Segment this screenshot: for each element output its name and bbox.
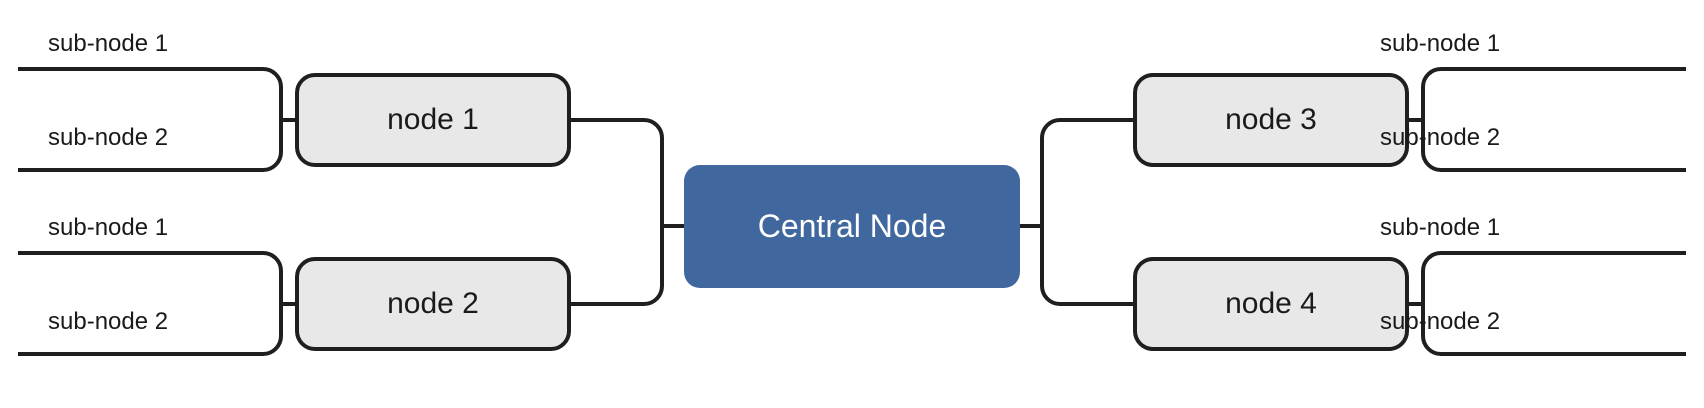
connector-subnodes-node2 [18, 251, 283, 356]
connector-node3-to-central [1040, 118, 1135, 212]
node-box-node3[interactable] [1133, 73, 1409, 167]
node-box-node1[interactable] [295, 73, 571, 167]
sub-node-label-node4-1: sub-node 1 [1380, 214, 1501, 241]
sub-node-label-node4-2: sub-node 2 [1380, 308, 1501, 335]
sub-node-label-node3-2: sub-node 2 [1380, 124, 1501, 151]
sub-node-label-node3-1: sub-node 1 [1380, 30, 1501, 57]
central-node-label: Central Node [757, 208, 947, 244]
node-box-node4[interactable] [1133, 257, 1409, 351]
sub-node-label-node1-1: sub-node 1 [48, 30, 169, 57]
connector-node1-to-central [569, 118, 664, 212]
node-label-node1: node 1 [387, 103, 479, 136]
sub-node-label-node2-2: sub-node 2 [48, 308, 169, 335]
connector-node4-to-central [1040, 240, 1135, 306]
node-box-node2[interactable] [295, 257, 571, 351]
connector-subnodes-node3 [1421, 67, 1686, 172]
central-node-box[interactable] [684, 165, 1020, 288]
connector-subnodes-node4 [1421, 251, 1686, 356]
connector-subnodes-node1 [18, 67, 283, 172]
sub-node-label-node1-2: sub-node 2 [48, 124, 169, 151]
sub-node-label-node2-1: sub-node 1 [48, 214, 169, 241]
connector-node2-to-central [569, 240, 664, 306]
node-label-node2: node 2 [387, 287, 479, 320]
node-label-node3: node 3 [1225, 103, 1317, 136]
node-label-node4: node 4 [1225, 287, 1317, 320]
